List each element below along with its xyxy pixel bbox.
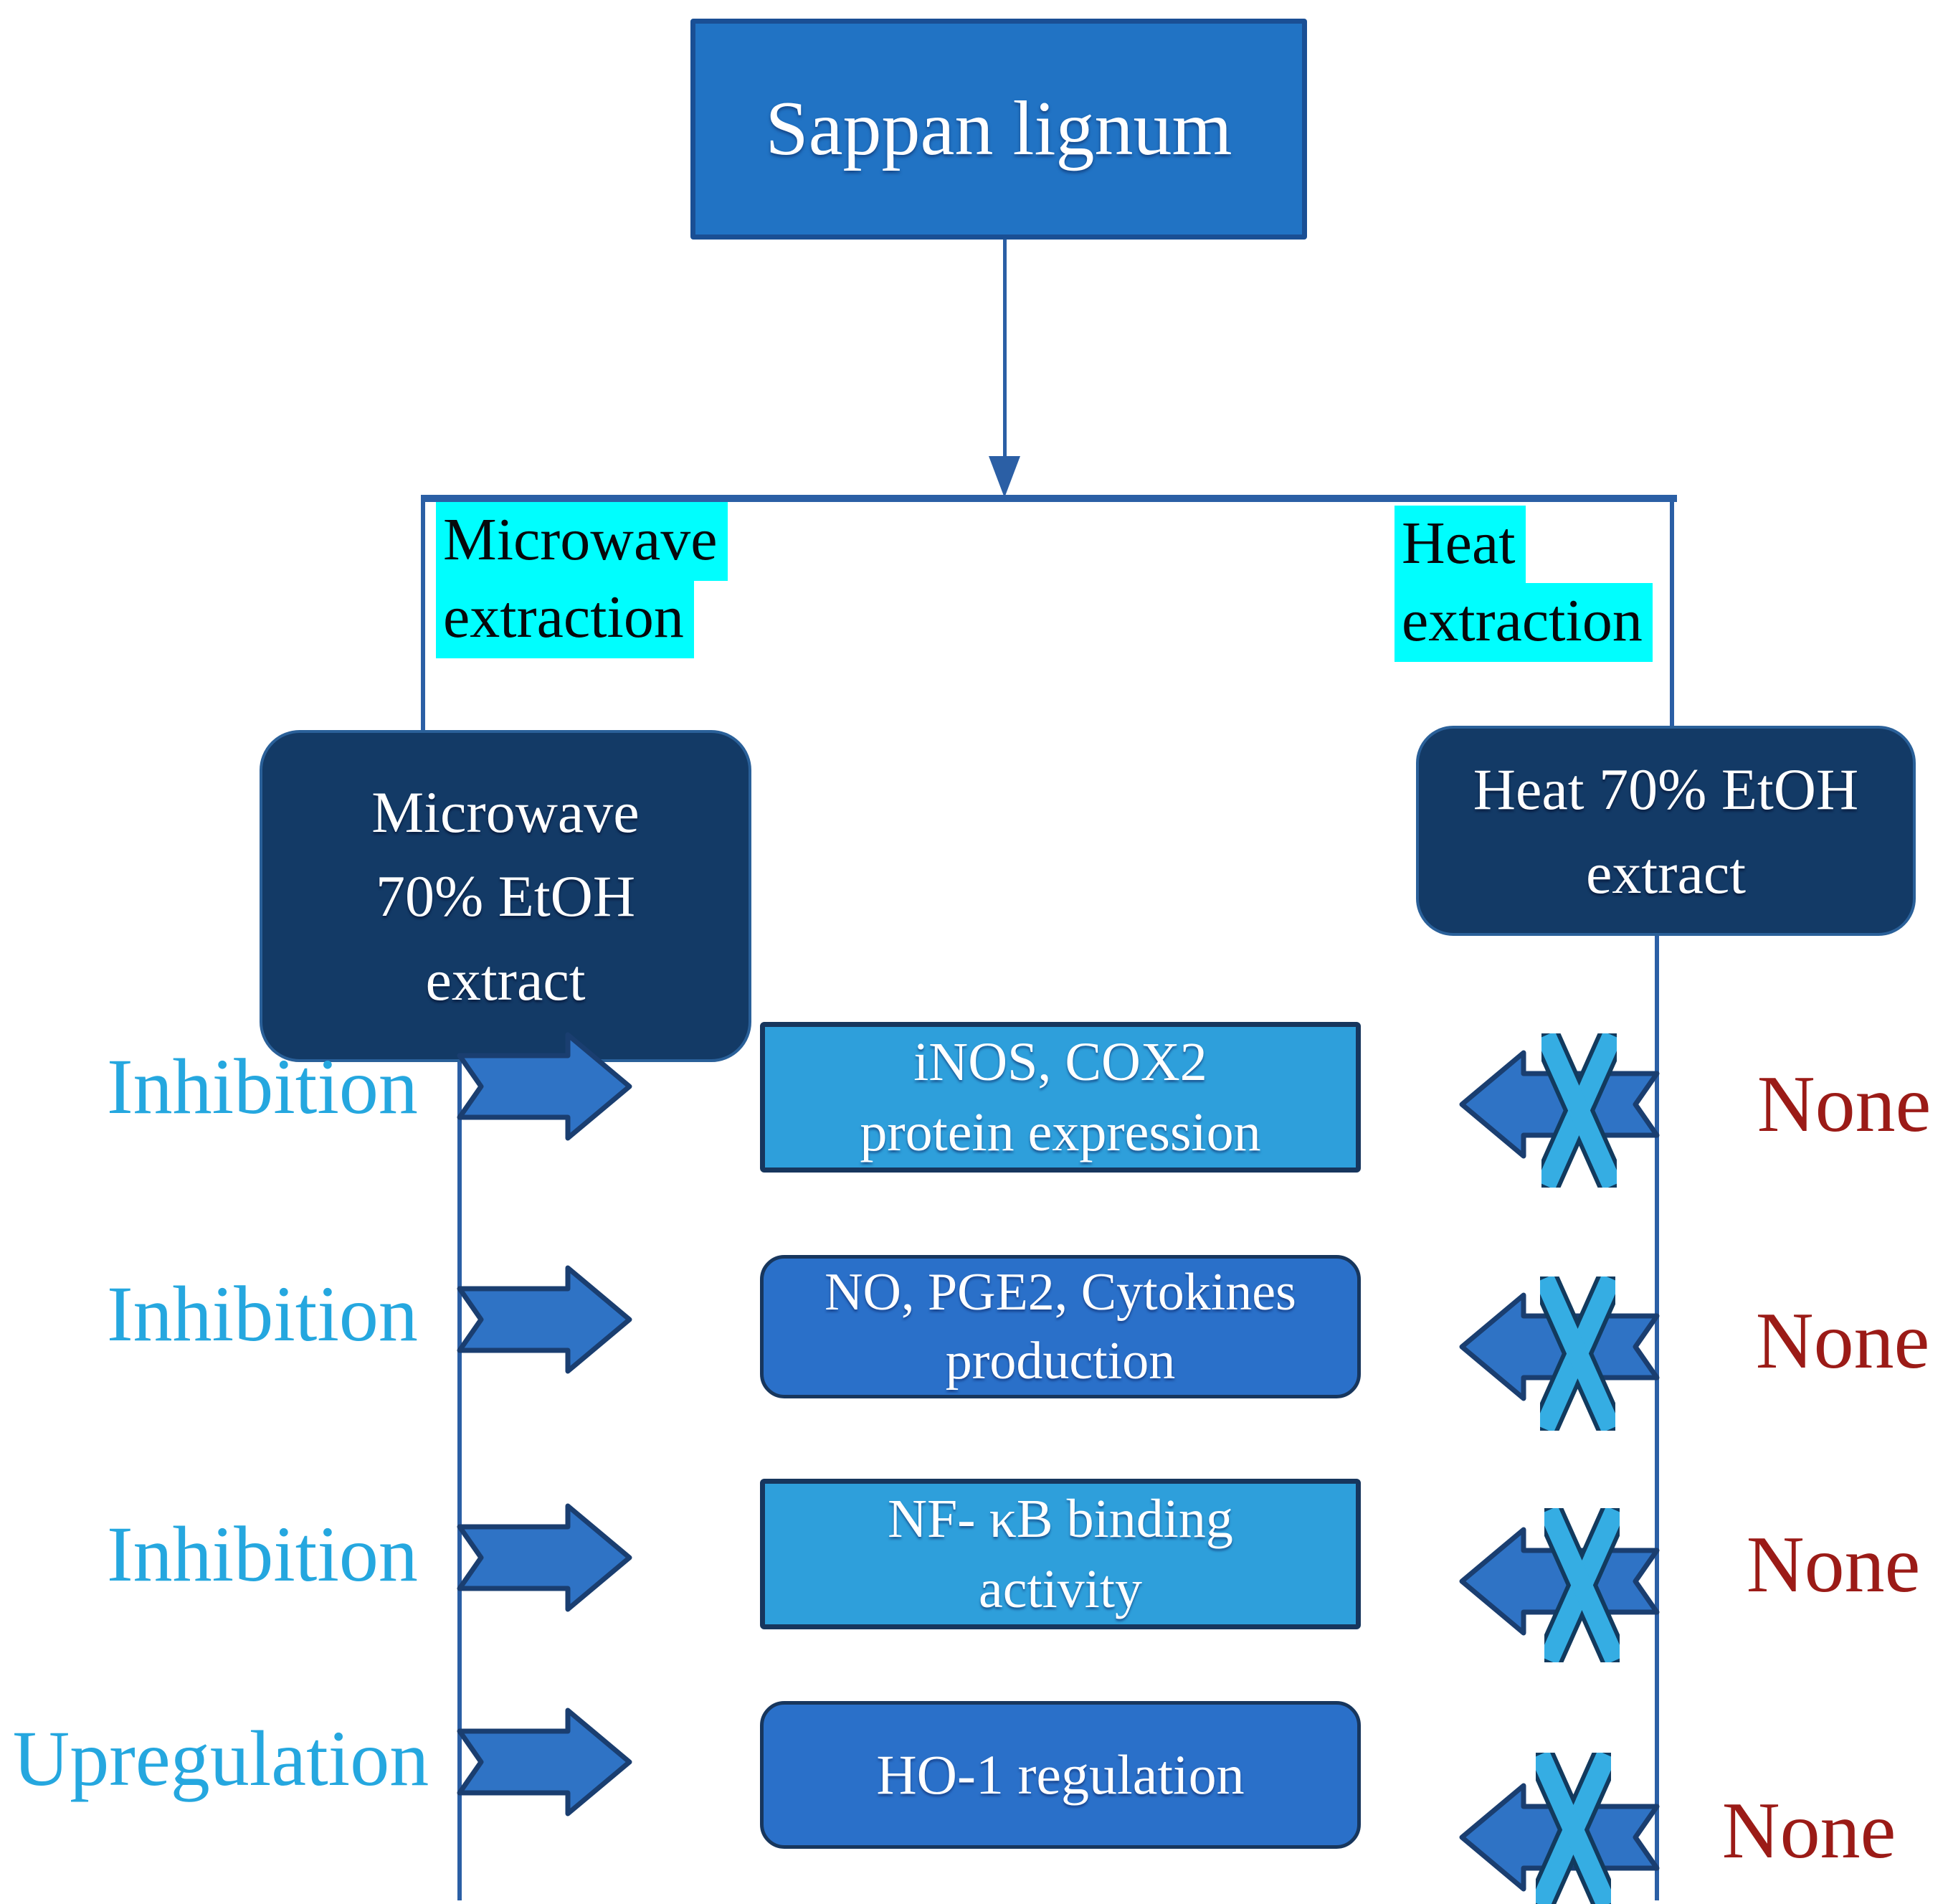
right-block-arrow-icon bbox=[457, 1503, 632, 1612]
x-mark-icon bbox=[1541, 1033, 1617, 1188]
highlighted-text: Heat bbox=[1395, 506, 1526, 585]
right-block-arrow-icon bbox=[457, 1708, 632, 1817]
down-arrowhead-icon bbox=[989, 456, 1020, 498]
none-label: None bbox=[1746, 1520, 1921, 1609]
right-block-arrow-icon bbox=[457, 1265, 632, 1374]
right-pathway-line bbox=[1655, 934, 1659, 1900]
branch-drop-right bbox=[1670, 495, 1674, 727]
label-heat-extraction: Heat extraction bbox=[1395, 506, 1653, 663]
extract-box-line: 70% EtOH bbox=[375, 863, 636, 929]
target-box-line: HO-1 regulation bbox=[876, 1743, 1245, 1806]
highlighted-text: Microwave bbox=[436, 502, 728, 582]
target-box-no-pge2-cytokines: NO, PGE2, Cytokines production bbox=[760, 1255, 1361, 1398]
label-microwave-extraction: Microwave extraction bbox=[436, 502, 728, 659]
effect-label: Inhibition bbox=[107, 1270, 418, 1358]
target-box-inos-cox2: iNOS, COX2 protein expression bbox=[760, 1022, 1361, 1173]
target-box-line: protein expression bbox=[860, 1102, 1261, 1162]
extract-box-heat: Heat 70% EtOH extract bbox=[1416, 726, 1916, 936]
stem-line bbox=[1003, 240, 1007, 459]
x-mark-icon bbox=[1536, 1753, 1611, 1904]
target-box-line: NO, PGE2, Cytokines bbox=[825, 1263, 1296, 1322]
extract-box-line: Heat 70% EtOH bbox=[1473, 756, 1859, 822]
none-label: None bbox=[1757, 1060, 1932, 1149]
target-box-line: NF- κB binding bbox=[888, 1489, 1233, 1549]
branch-line bbox=[421, 495, 1677, 502]
x-mark-icon bbox=[1540, 1277, 1615, 1431]
effect-label: Upregulation bbox=[12, 1715, 429, 1802]
extract-box-microwave: Microwave 70% EtOH extract bbox=[260, 730, 751, 1062]
extract-box-line: extract bbox=[425, 947, 586, 1013]
right-block-arrow-icon bbox=[457, 1032, 632, 1141]
highlighted-text: extraction bbox=[1395, 583, 1653, 663]
target-box-ho1: HO-1 regulation bbox=[760, 1701, 1361, 1849]
none-label: None bbox=[1721, 1786, 1896, 1875]
page-title: Sappan lignum bbox=[765, 86, 1232, 171]
branch-drop-left bbox=[421, 495, 425, 731]
effect-label: Inhibition bbox=[107, 1043, 418, 1130]
left-pathway-line bbox=[457, 1061, 462, 1900]
highlighted-text: extraction bbox=[436, 579, 694, 659]
target-box-nfkb: NF- κB binding activity bbox=[760, 1479, 1361, 1629]
extract-box-line: extract bbox=[1585, 840, 1747, 906]
x-mark-icon bbox=[1544, 1508, 1620, 1662]
target-box-line: production bbox=[945, 1332, 1176, 1391]
title-box: Sappan lignum bbox=[690, 19, 1307, 240]
extract-box-line: Microwave bbox=[371, 780, 640, 845]
effect-label: Inhibition bbox=[107, 1510, 418, 1598]
target-box-line: iNOS, COX2 bbox=[913, 1032, 1207, 1092]
none-label: None bbox=[1755, 1297, 1930, 1386]
target-box-line: activity bbox=[979, 1559, 1142, 1619]
